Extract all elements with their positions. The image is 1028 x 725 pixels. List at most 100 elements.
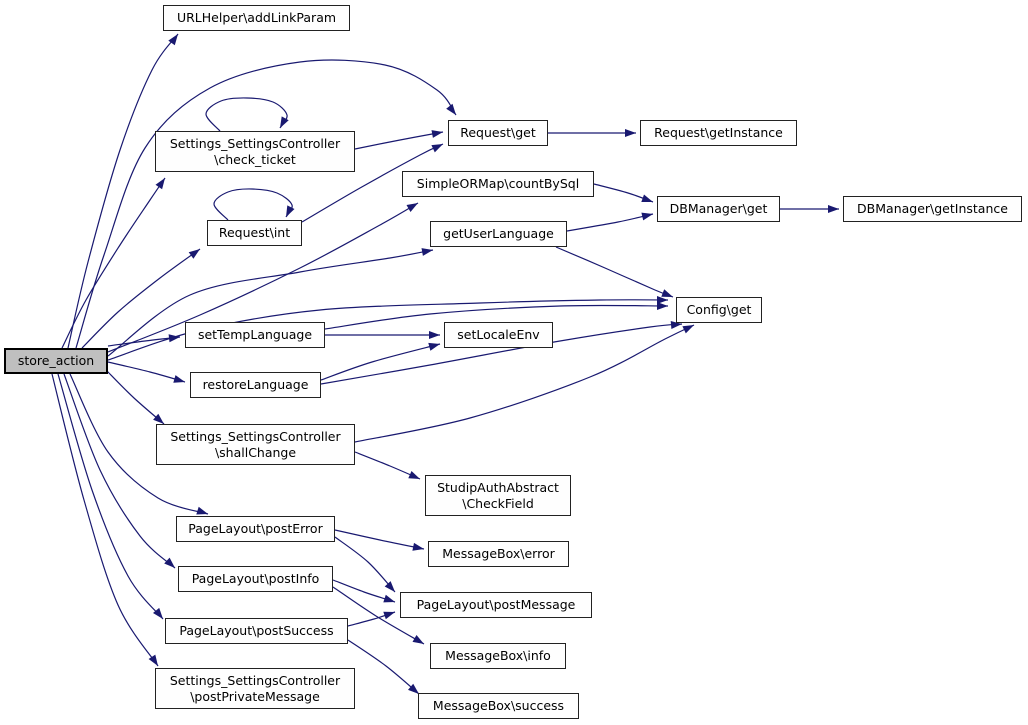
edge-arrowhead-icon [661,289,673,297]
edge-arrowhead-icon [155,178,165,190]
edge-check_ticket--check_ticket [205,97,288,132]
edge-arrowhead-icon [153,607,163,619]
edge-settemplanguage--config_get [324,304,669,330]
node-simpleormap_countbysql[interactable]: SimpleORMap\countBySql [402,171,594,197]
node-label: PageLayout\postSuccess [179,623,334,639]
edge-arrowhead-icon [412,542,424,551]
node-label: Settings_SettingsController \check_ticke… [169,135,341,167]
node-getuserlanguage[interactable]: getUserLanguage [430,221,567,247]
node-label: store_action [17,353,95,369]
edge-arrowhead-icon [383,611,395,620]
edge-store_action--pagelayout_postinfo [63,373,176,569]
node-dbmanager_get[interactable]: DBManager\get [657,196,780,222]
node-setlocaleenv[interactable]: setLocaleEnv [444,322,553,348]
edge-arrowhead-icon [384,581,395,592]
node-messagebox_error[interactable]: MessageBox\error [428,541,569,567]
node-label: SimpleORMap\countBySql [416,176,580,192]
node-label: setTempLanguage [197,327,313,343]
node-label: PageLayout\postInfo [191,571,320,587]
node-check_ticket[interactable]: Settings_SettingsController \check_ticke… [155,131,355,172]
edge-arrowhead-icon [164,557,175,568]
edge-store_action--request_get [75,59,457,349]
edge-store_action--urlhelper_addlinkparam [67,33,179,349]
edge-arrowhead-icon [383,594,395,603]
node-label: Request\int [218,225,291,241]
edge-arrowhead-icon [421,248,433,256]
node-request_get[interactable]: Request\get [448,120,548,146]
edge-arrowhead-icon [625,129,636,137]
edge-shallchange--config_get [354,324,695,443]
node-label: DBManager\get [669,201,768,217]
node-store_action[interactable]: store_action [4,348,108,374]
edge-pagelayout_postinfo--messagebox_info [332,586,425,645]
node-urlhelper_addlinkparam[interactable]: URLHelper\addLinkParam [163,5,350,31]
edge-arrowhead-icon [406,203,418,212]
edge-arrowhead-icon [286,205,295,217]
edge-arrowhead-icon [431,130,443,138]
edge-arrowhead-icon [657,302,668,310]
edge-arrowhead-icon [431,144,443,153]
node-label: MessageBox\success [432,698,565,714]
node-label: PageLayout\postMessage [416,597,576,613]
node-messagebox_info[interactable]: MessageBox\info [430,643,566,669]
edge-arrowhead-icon [168,334,180,343]
edge-arrowhead-icon [188,249,200,259]
edge-arrowhead-icon [446,103,456,115]
edge-arrowhead-icon [173,375,185,383]
edge-arrowhead-icon [412,635,424,644]
edge-store_action--pagelayout_posterror [69,373,209,515]
edge-arrowhead-icon [196,506,208,515]
edge-arrowhead-icon [408,683,419,694]
edge-request_int--request_int [213,188,293,221]
edge-arrowhead-icon [641,212,653,221]
node-shallchange[interactable]: Settings_SettingsController \shallChange [156,424,355,465]
edge-arrowhead-icon [657,296,668,304]
edge-store_action--simpleormap_countbysql [107,202,419,353]
node-label: MessageBox\error [442,546,555,562]
node-messagebox_success[interactable]: MessageBox\success [418,693,579,719]
node-dbmanager_getinstance[interactable]: DBManager\getInstance [843,196,1022,222]
edge-arrowhead-icon [280,116,289,128]
edge-arrowhead-icon [429,331,440,339]
node-label: URLHelper\addLinkParam [176,10,337,26]
node-label: setLocaleEnv [457,327,540,343]
node-pagelayout_postsuccess[interactable]: PageLayout\postSuccess [165,618,348,644]
node-pagelayout_postmessage[interactable]: PageLayout\postMessage [400,592,592,618]
node-pagelayout_postinfo[interactable]: PageLayout\postInfo [178,566,333,592]
node-request_int[interactable]: Request\int [207,220,302,246]
node-restorelanguage[interactable]: restoreLanguage [190,372,321,398]
node-settemplanguage[interactable]: setTempLanguage [185,322,325,348]
node-label: StudipAuthAbstract \CheckField [437,479,559,511]
edge-store_action--check_ticket [61,177,166,349]
node-label: Request\getInstance [654,125,783,141]
node-label: PageLayout\postError [188,521,323,537]
edge-store_action--postprivatemessage [51,373,159,667]
edge-arrowhead-icon [670,321,682,329]
node-studipauthabstract_checkfield[interactable]: StudipAuthAbstract \CheckField [425,475,571,516]
node-postprivatemessage[interactable]: Settings_SettingsController \postPrivate… [155,668,355,709]
edge-arrowhead-icon [153,413,164,424]
node-request_getinstance[interactable]: Request\getInstance [640,120,797,146]
edge-restorelanguage--setlocaleenv [320,343,441,381]
edge-arrowhead-icon [428,342,440,351]
edge-arrowhead-icon [641,194,653,202]
node-label: Settings_SettingsController \shallChange [170,428,341,460]
node-label: restoreLanguage [202,377,309,393]
edge-store_action--pagelayout_postsuccess [57,373,164,620]
edge-arrowhead-icon [168,34,178,46]
node-label: DBManager\getInstance [857,201,1008,217]
node-config_get[interactable]: Config\get [676,297,762,323]
node-label: Request\get [460,125,536,141]
node-label: Settings_SettingsController \postPrivate… [169,672,341,704]
node-pagelayout_posterror[interactable]: PageLayout\postError [176,516,335,542]
node-label: getUserLanguage [443,226,554,242]
edge-arrowhead-icon [682,325,694,334]
edge-arrowhead-icon [828,205,839,213]
node-label: Config\get [686,302,752,318]
edge-store_action--request_int [81,248,201,349]
edge-store_action--getuserlanguage [107,249,434,357]
edge-arrowhead-icon [148,654,158,666]
node-label: MessageBox\info [445,648,551,664]
